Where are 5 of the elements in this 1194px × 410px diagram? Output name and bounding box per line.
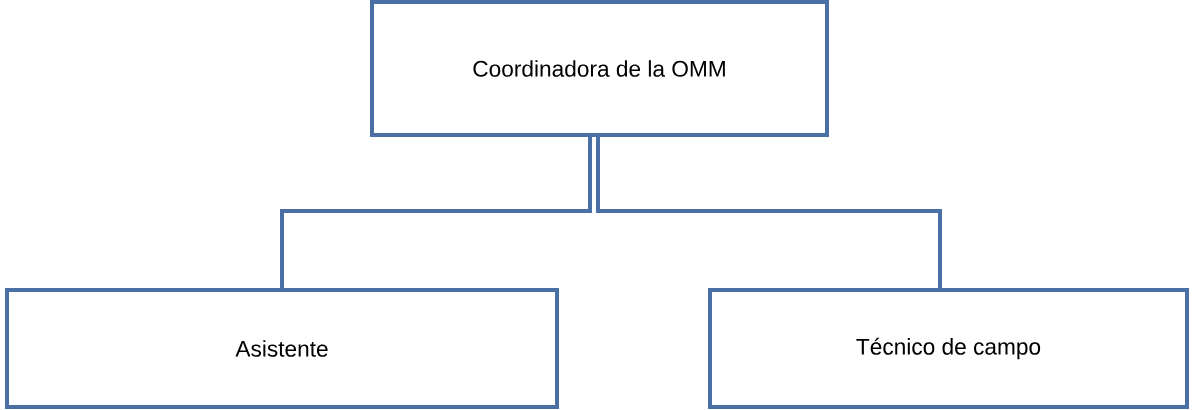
org-box: Asistente [5, 288, 559, 409]
org-box: Coordinadora de la OMM [370, 0, 829, 137]
connector-line [280, 137, 592, 288]
org-box: Técnico de campo [708, 288, 1189, 409]
connector-line [596, 137, 942, 288]
